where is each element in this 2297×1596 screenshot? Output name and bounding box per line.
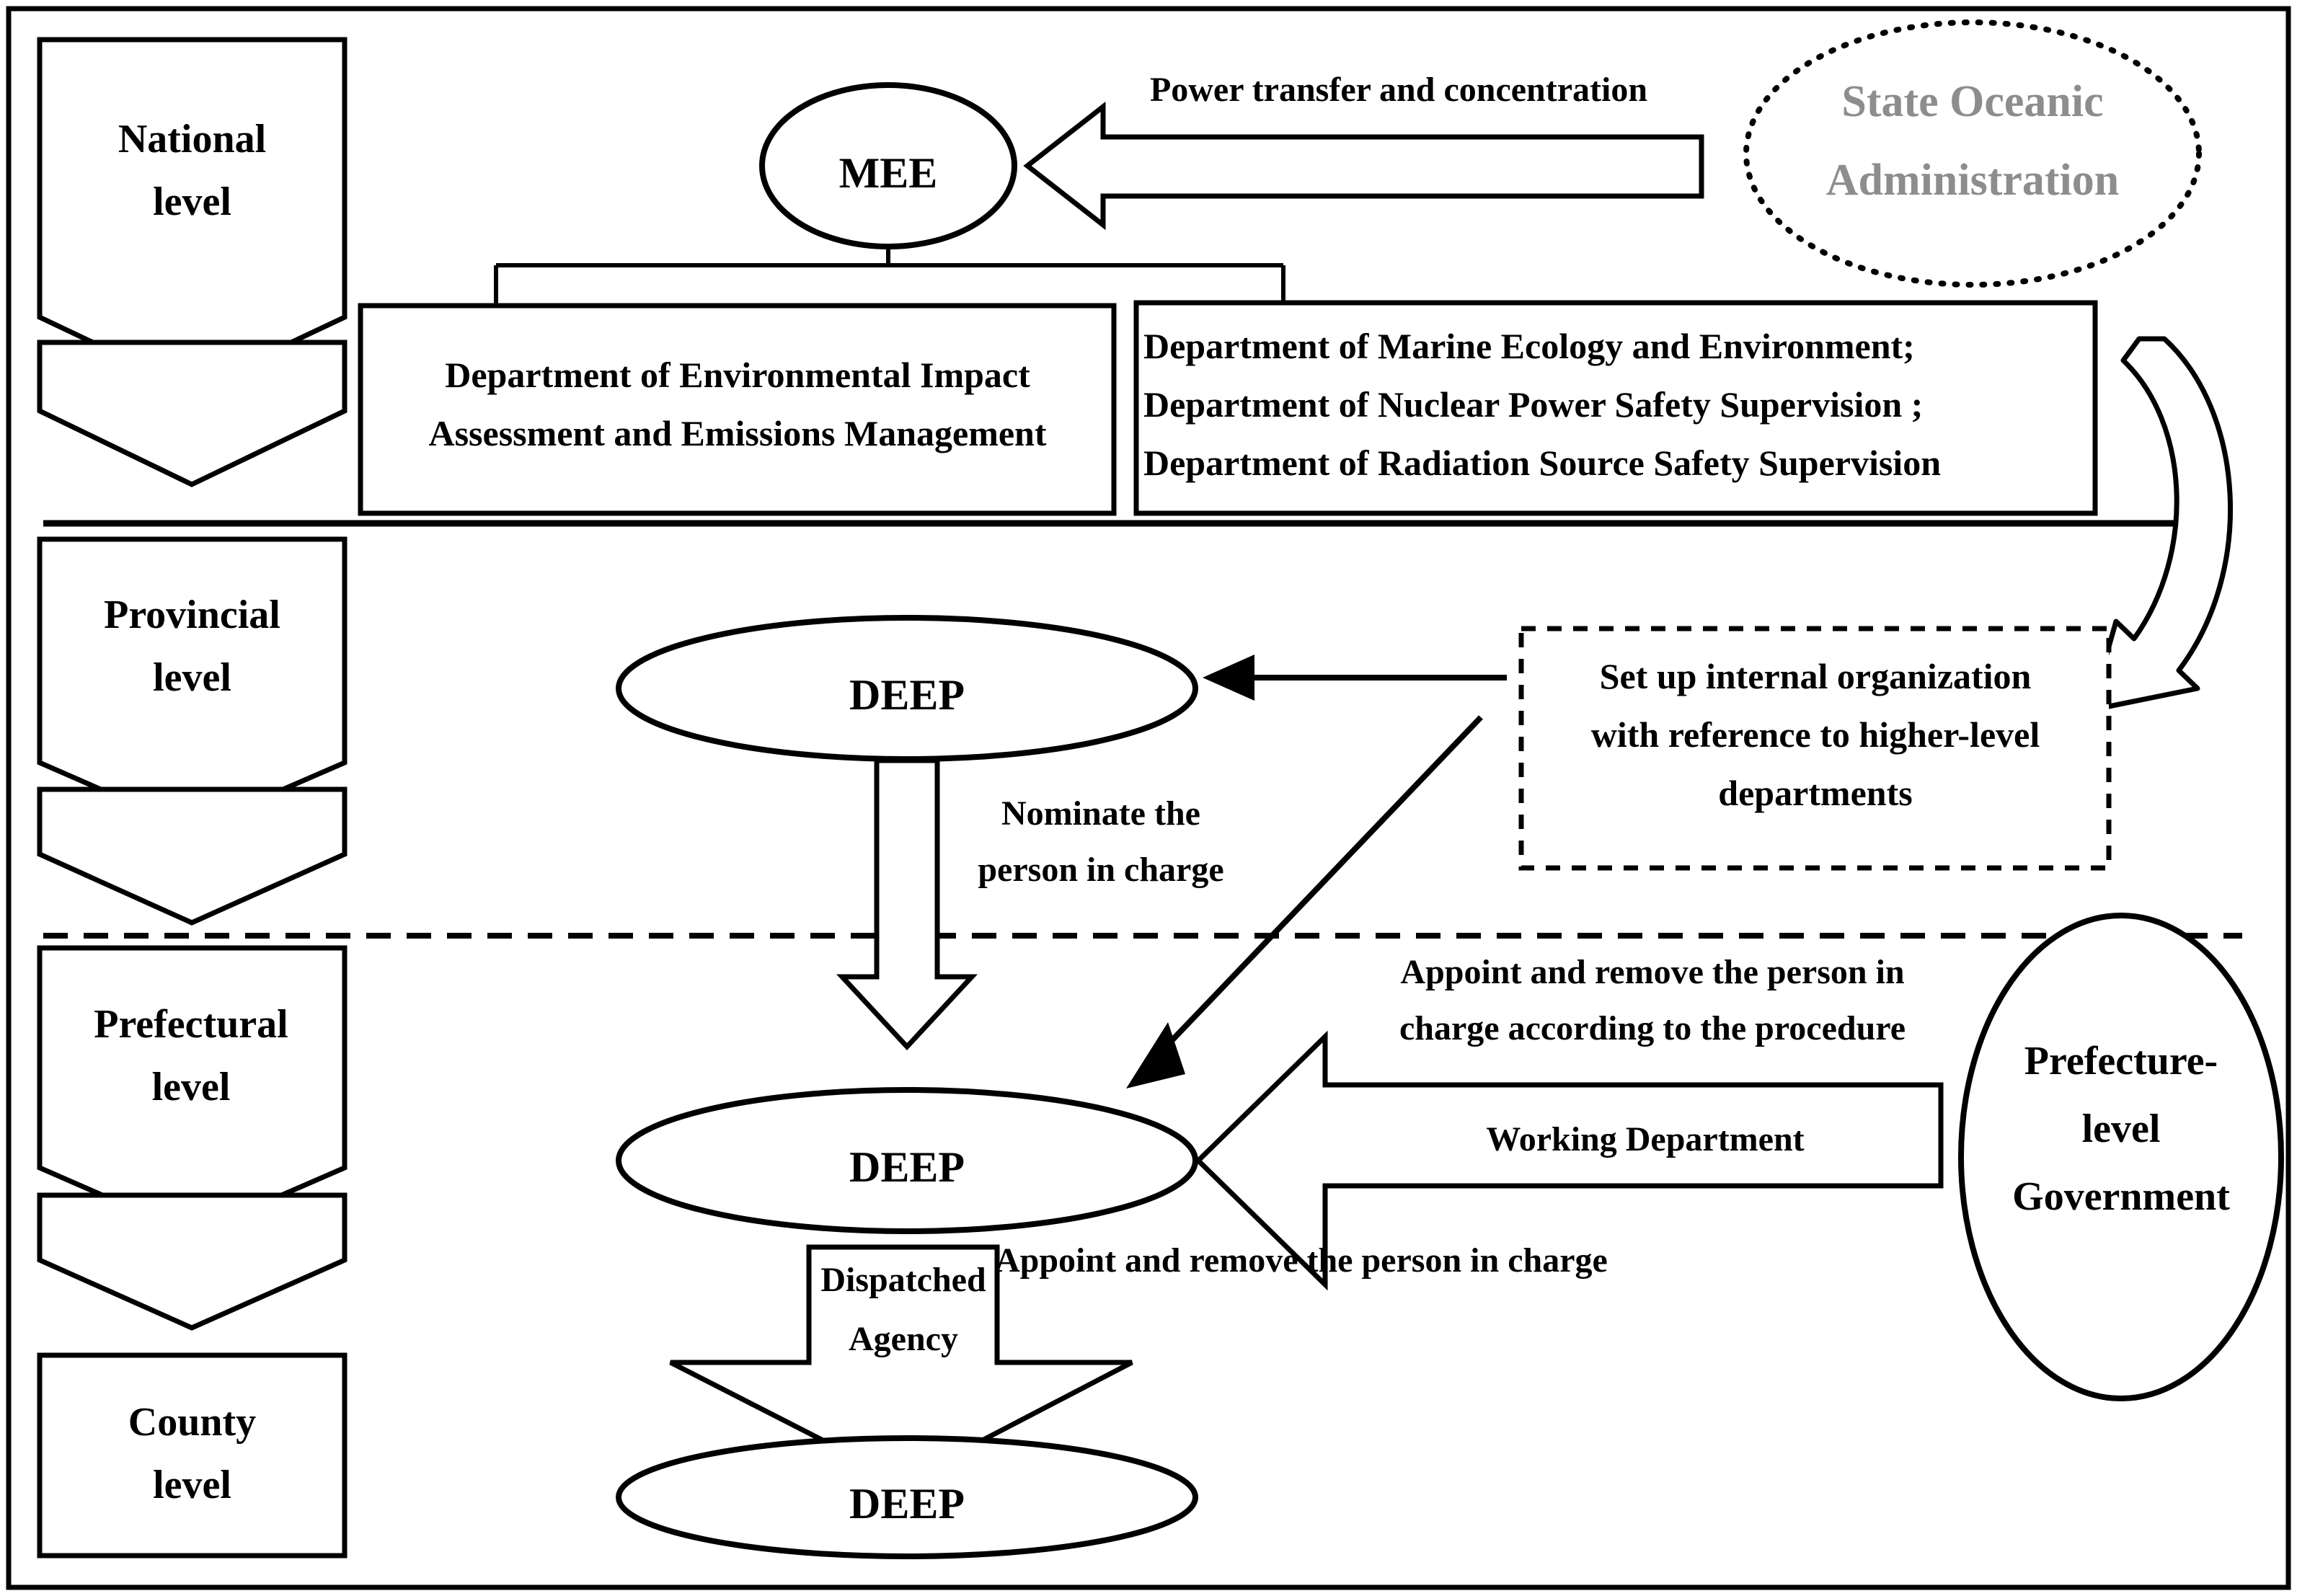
arrow-nominate-person — [836, 758, 978, 1051]
box-dept-environmental-impact[interactable] — [358, 303, 1117, 516]
box-dept-marine-nuclear-radiation[interactable] — [1133, 300, 2098, 516]
level-chevron-prefectural — [37, 1192, 348, 1331]
node-deep-county[interactable] — [616, 1435, 1198, 1559]
level-shape-national — [37, 37, 348, 392]
box-setup-internal-organization[interactable] — [1518, 626, 2112, 871]
arrow-dispatched-agency — [669, 1244, 1133, 1484]
level-chevron-national — [37, 340, 348, 487]
level-chevron-provincial — [37, 786, 348, 926]
arrow-curved-transfer — [2088, 336, 2234, 713]
arrow-setup-to-prefectural-head — [1126, 1022, 1185, 1089]
node-state-oceanic-administration[interactable] — [1743, 19, 2202, 288]
arrow-working-department — [1194, 1030, 1944, 1291]
node-mee[interactable] — [759, 82, 1017, 249]
arrow-setup-to-deep-head — [1203, 655, 1254, 701]
node-prefecture-level-government[interactable] — [1958, 913, 2284, 1401]
level-shape-provincial — [37, 536, 348, 832]
level-shape-prefectural — [37, 945, 348, 1237]
outer-frame — [6, 6, 2291, 1590]
node-deep-provincial[interactable] — [616, 615, 1198, 762]
level-shape-county — [37, 1352, 348, 1559]
node-deep-prefectural[interactable] — [616, 1087, 1198, 1234]
arrow-power-transfer — [1023, 101, 1704, 231]
arrow-setup-to-prefectural-line — [1151, 715, 1483, 1062]
